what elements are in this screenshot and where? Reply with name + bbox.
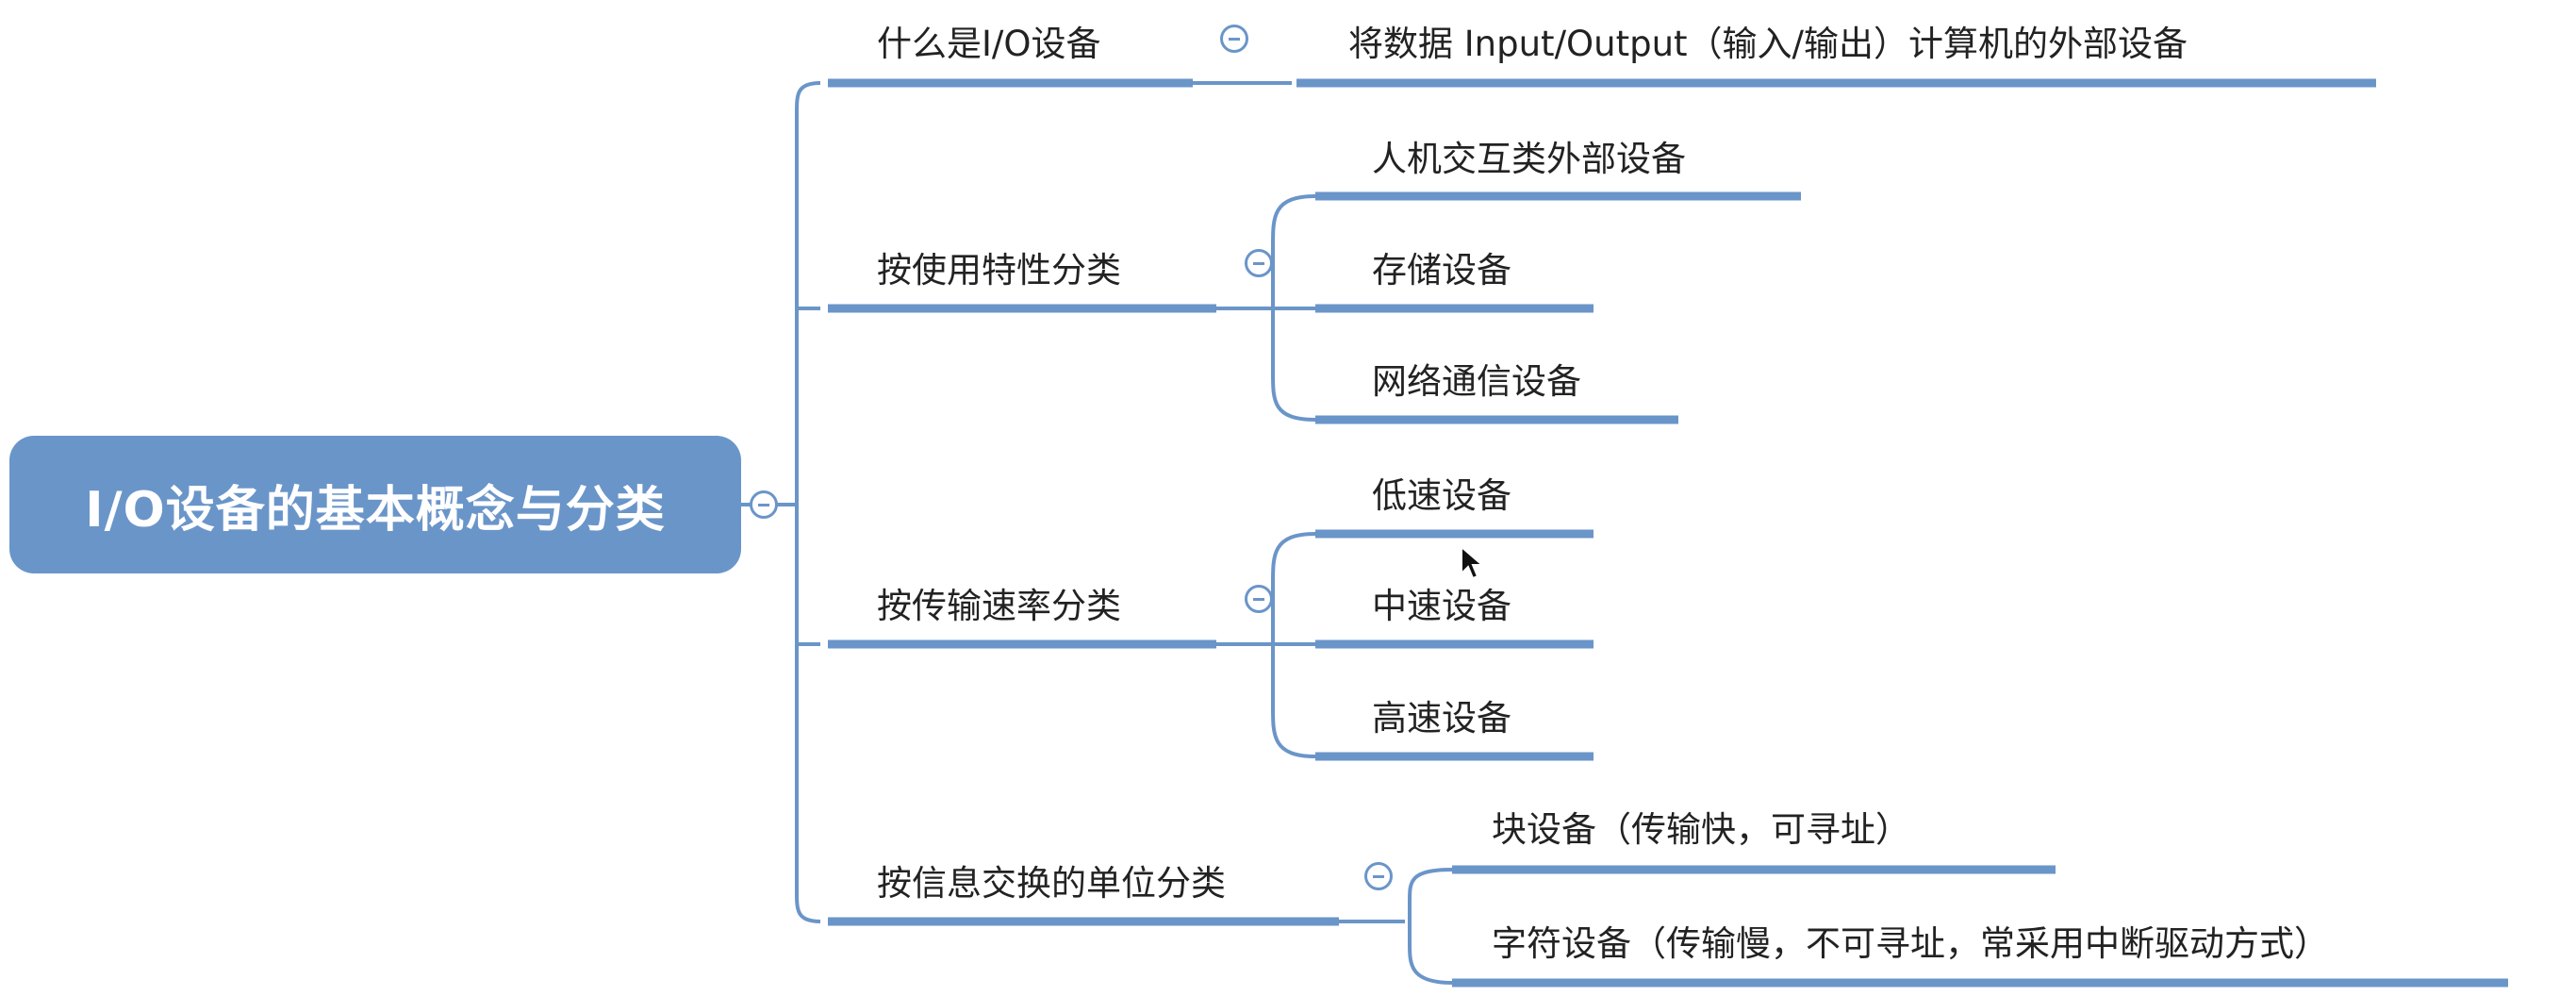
child-label[interactable]: 网络通信设备 — [1372, 361, 1581, 402]
minus-circle-icon[interactable] — [1245, 585, 1273, 613]
minus-circle-icon[interactable] — [1220, 25, 1248, 53]
root-node[interactable]: I/O设备的基本概念与分类 — [9, 436, 741, 573]
minus-circle-icon[interactable] — [750, 490, 778, 519]
branch-trunk — [795, 81, 821, 923]
branch-label-what-is-io[interactable]: 什么是I/O设备 — [877, 24, 1101, 64]
minus-circle-icon[interactable] — [1364, 862, 1393, 890]
mouse-pointer-icon — [1461, 545, 1484, 580]
branch-label-unit[interactable]: 按信息交换的单位分类 — [877, 863, 1226, 904]
child-label[interactable]: 低速设备 — [1372, 475, 1511, 516]
child-label[interactable]: 字符设备（传输慢，不可寻址，常采用中断驱动方式） — [1492, 923, 2329, 964]
branch-label-rate[interactable]: 按传输速率分类 — [877, 586, 1121, 626]
child-label[interactable]: 存储设备 — [1372, 250, 1511, 290]
child-label[interactable]: 中速设备 — [1372, 586, 1511, 626]
branch-label-usage[interactable]: 按使用特性分类 — [877, 250, 1121, 290]
root-label: I/O设备的基本概念与分类 — [85, 481, 666, 539]
minus-circle-icon[interactable] — [1245, 249, 1273, 277]
child-label[interactable]: 将数据 Input/Output（输入/输出）计算机的外部设备 — [1348, 24, 2188, 64]
child-label[interactable]: 高速设备 — [1372, 698, 1511, 739]
child-label[interactable]: 块设备（传输快，可寻址） — [1492, 809, 1910, 850]
child-label[interactable]: 人机交互类外部设备 — [1372, 139, 1686, 179]
